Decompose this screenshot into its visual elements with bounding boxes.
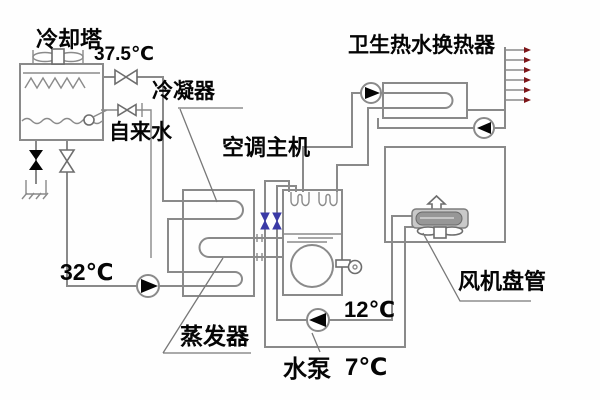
- label-ac-main-unit: 空调主机: [222, 135, 310, 160]
- spring-coil-icon: [318, 192, 338, 207]
- heat-recovery-pipes: [302, 92, 454, 192]
- valve-37-5: [114, 68, 138, 86]
- motor: [347, 259, 363, 275]
- spray-nozzles: [24, 76, 86, 90]
- label-temp-37-5: 37.5℃: [94, 44, 154, 65]
- chilled-water-pipes: [264, 180, 414, 348]
- label-fan-coil: 风机盘管: [458, 269, 546, 294]
- pump-heat-recovery: [360, 82, 382, 104]
- hot-water-tap-arrows: [505, 47, 531, 103]
- label-hot-water-hx: 卫生热水换热器: [348, 33, 496, 57]
- compressor: [290, 244, 334, 288]
- label-cooling-tower: 冷却塔: [36, 27, 103, 52]
- fan-coil-unit: [411, 194, 469, 239]
- cooling-tower: [19, 48, 104, 141]
- chilled-valve-left: [260, 212, 270, 230]
- float-valve: [83, 114, 95, 126]
- leader-lines: [162, 107, 531, 354]
- condenser-evaporator-shell: [182, 189, 283, 297]
- room-box: [384, 146, 506, 243]
- label-evaporator: 蒸发器: [180, 323, 250, 349]
- label-temp-12: 12℃: [344, 297, 395, 322]
- tap-water-line: [92, 103, 152, 258]
- tap-water-valve: [117, 103, 137, 117]
- pump-cooling-water: [136, 274, 160, 298]
- floor-drain-icon: [21, 180, 49, 200]
- label-water-pump: 水泵: [283, 356, 331, 383]
- domestic-hot-water-pipes: [377, 47, 506, 129]
- fan-blades-icon: [32, 48, 84, 65]
- label-condenser: 冷凝器: [152, 79, 216, 103]
- label-temp-7: 7℃: [345, 354, 387, 381]
- hot-water-heat-exchanger: [382, 82, 468, 119]
- spring-coil-icon: [290, 192, 310, 207]
- drain-valve-icon: [29, 150, 43, 170]
- pump-chilled-water: [306, 308, 330, 332]
- ac-main-unit: [282, 189, 363, 296]
- pipe-unions: [256, 234, 263, 261]
- pump-hot-water-circulation: [473, 117, 495, 139]
- label-temp-32: 32℃: [60, 259, 113, 285]
- chilled-valve-right: [272, 212, 282, 230]
- label-tap-water: 自来水: [109, 120, 173, 144]
- tower-outlet-valve: [58, 149, 76, 173]
- up-arrow-icon: [425, 194, 448, 211]
